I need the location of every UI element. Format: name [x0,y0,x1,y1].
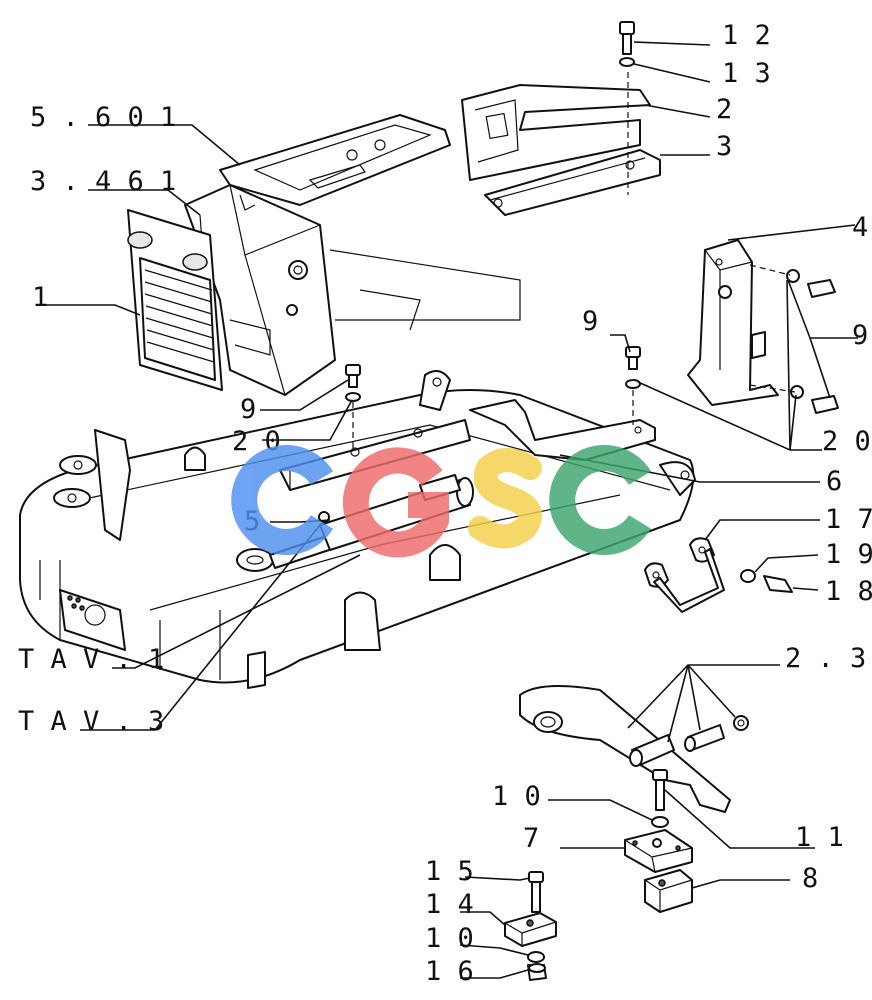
vertical-bracket [687,239,839,414]
callout-16: 1 6 [425,956,474,987]
watermark-letter-g [342,447,449,558]
callout-tav-1: T A V . 1 [18,644,164,675]
callout-20-right: 2 0 [822,426,871,457]
callout-19: 1 9 [825,539,872,570]
bolt-9-left [345,364,361,450]
bolt-12 [619,21,635,67]
callout-15: 1 5 [425,856,474,887]
grab-handle [644,537,793,613]
callout-17: 1 7 [825,504,872,535]
callout-5-601: 5 . 6 0 1 [30,102,176,133]
callout-18: 1 8 [825,576,872,607]
watermark-letter-s [468,448,542,549]
watermark-letter-c1 [231,445,334,555]
callout-2: 2 [716,94,732,125]
lower-bracket-assembly [519,685,749,913]
callout-9-right: 9 [582,306,598,337]
callout-tav-3: T A V . 3 [18,706,164,737]
bolt-9-right [625,346,641,425]
callout-1: 1 [32,282,48,313]
callout-7: 7 [523,823,539,854]
callout-14: 1 4 [425,889,474,920]
callout-10-upper: 1 0 [492,781,541,812]
callout-13: 1 3 [722,58,771,89]
callout-3-461: 3 . 4 6 1 [30,166,176,197]
callout-6: 6 [826,466,842,497]
callout-11: 1 1 [795,822,844,853]
callout-2-3: 2 . 3 [785,643,866,674]
top-plate [219,114,451,206]
watermark-logo [231,445,652,558]
leader-lines [40,41,858,979]
housing-assembly [184,184,521,396]
callout-8: 8 [802,863,818,894]
callout-9-left: 9 [240,394,256,425]
side-panel [127,209,223,391]
callout-9-bracket: 9 [852,320,868,351]
upper-panel-bracket [461,72,661,216]
callout-4: 4 [852,212,868,243]
watermark-letter-c2 [549,445,652,555]
callout-10-lower: 1 0 [425,923,474,954]
callout-12: 1 2 [722,20,771,51]
clamp-assembly [504,871,557,981]
callout-3: 3 [716,131,732,162]
